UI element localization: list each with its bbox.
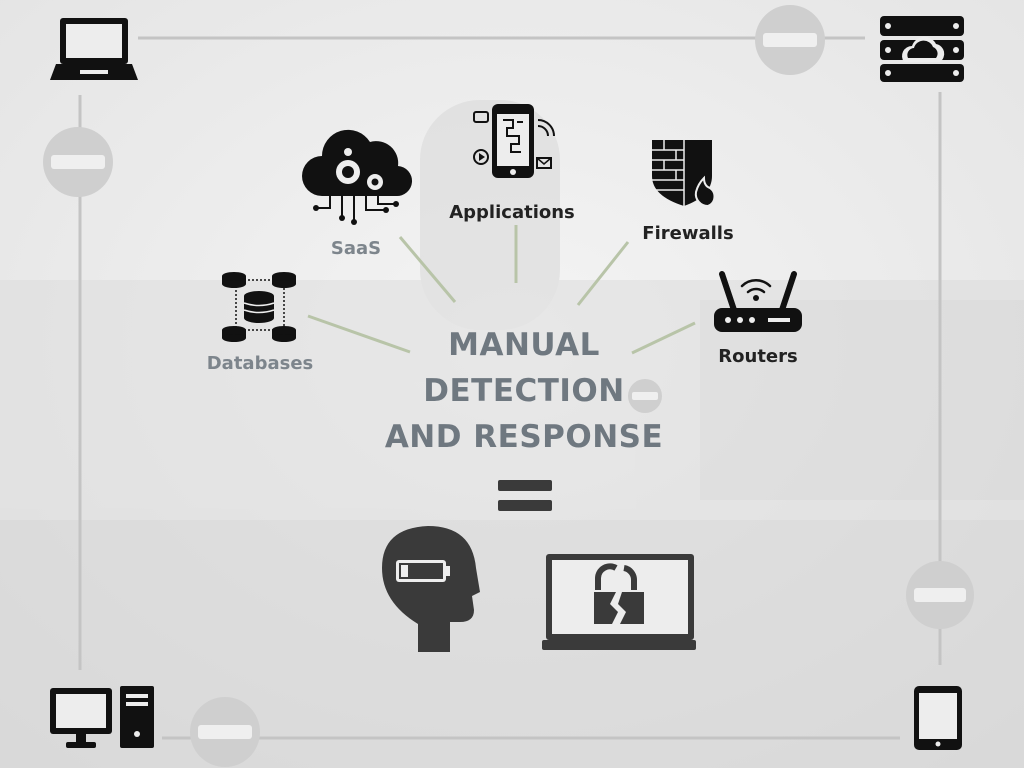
- database-network-icon: [222, 272, 296, 342]
- node-label-saas: SaaS: [330, 238, 382, 259]
- blocked-icon: [906, 561, 974, 629]
- laptop-icon: [50, 18, 138, 80]
- background-scenery: [0, 100, 1024, 768]
- center-title-line-3: AND RESPONSE: [384, 419, 664, 455]
- drained-battery-head-icon: [382, 526, 480, 652]
- tablet-icon: [914, 686, 962, 750]
- connector-lines: [307, 225, 696, 355]
- cloud-server-icon: [880, 16, 964, 82]
- node-label-routers: Routers: [718, 346, 798, 367]
- wifi-router-icon: [714, 271, 802, 332]
- center-title-line-2: DETECTION: [423, 373, 625, 409]
- desktop-computer-icon: [50, 686, 154, 748]
- blocked-icon: [628, 379, 662, 413]
- node-label-databases: Databases: [206, 353, 314, 374]
- center-title-line-1: MANUAL: [448, 327, 600, 363]
- blocked-icon: [755, 5, 825, 75]
- firewall-shield-icon: [652, 140, 716, 208]
- equals-icon: [498, 480, 552, 511]
- cloud-gears-icon: [302, 129, 413, 225]
- center-title: MANUAL DETECTION AND RESPONSE: [385, 322, 663, 460]
- node-label-firewalls: Firewalls: [642, 223, 734, 244]
- blocked-icon: [43, 127, 113, 197]
- smartphone-app-icon: [473, 104, 555, 178]
- node-label-applications: Applications: [449, 202, 575, 223]
- broken-lock-laptop-icon: [542, 554, 696, 650]
- blocked-icon: [190, 697, 260, 767]
